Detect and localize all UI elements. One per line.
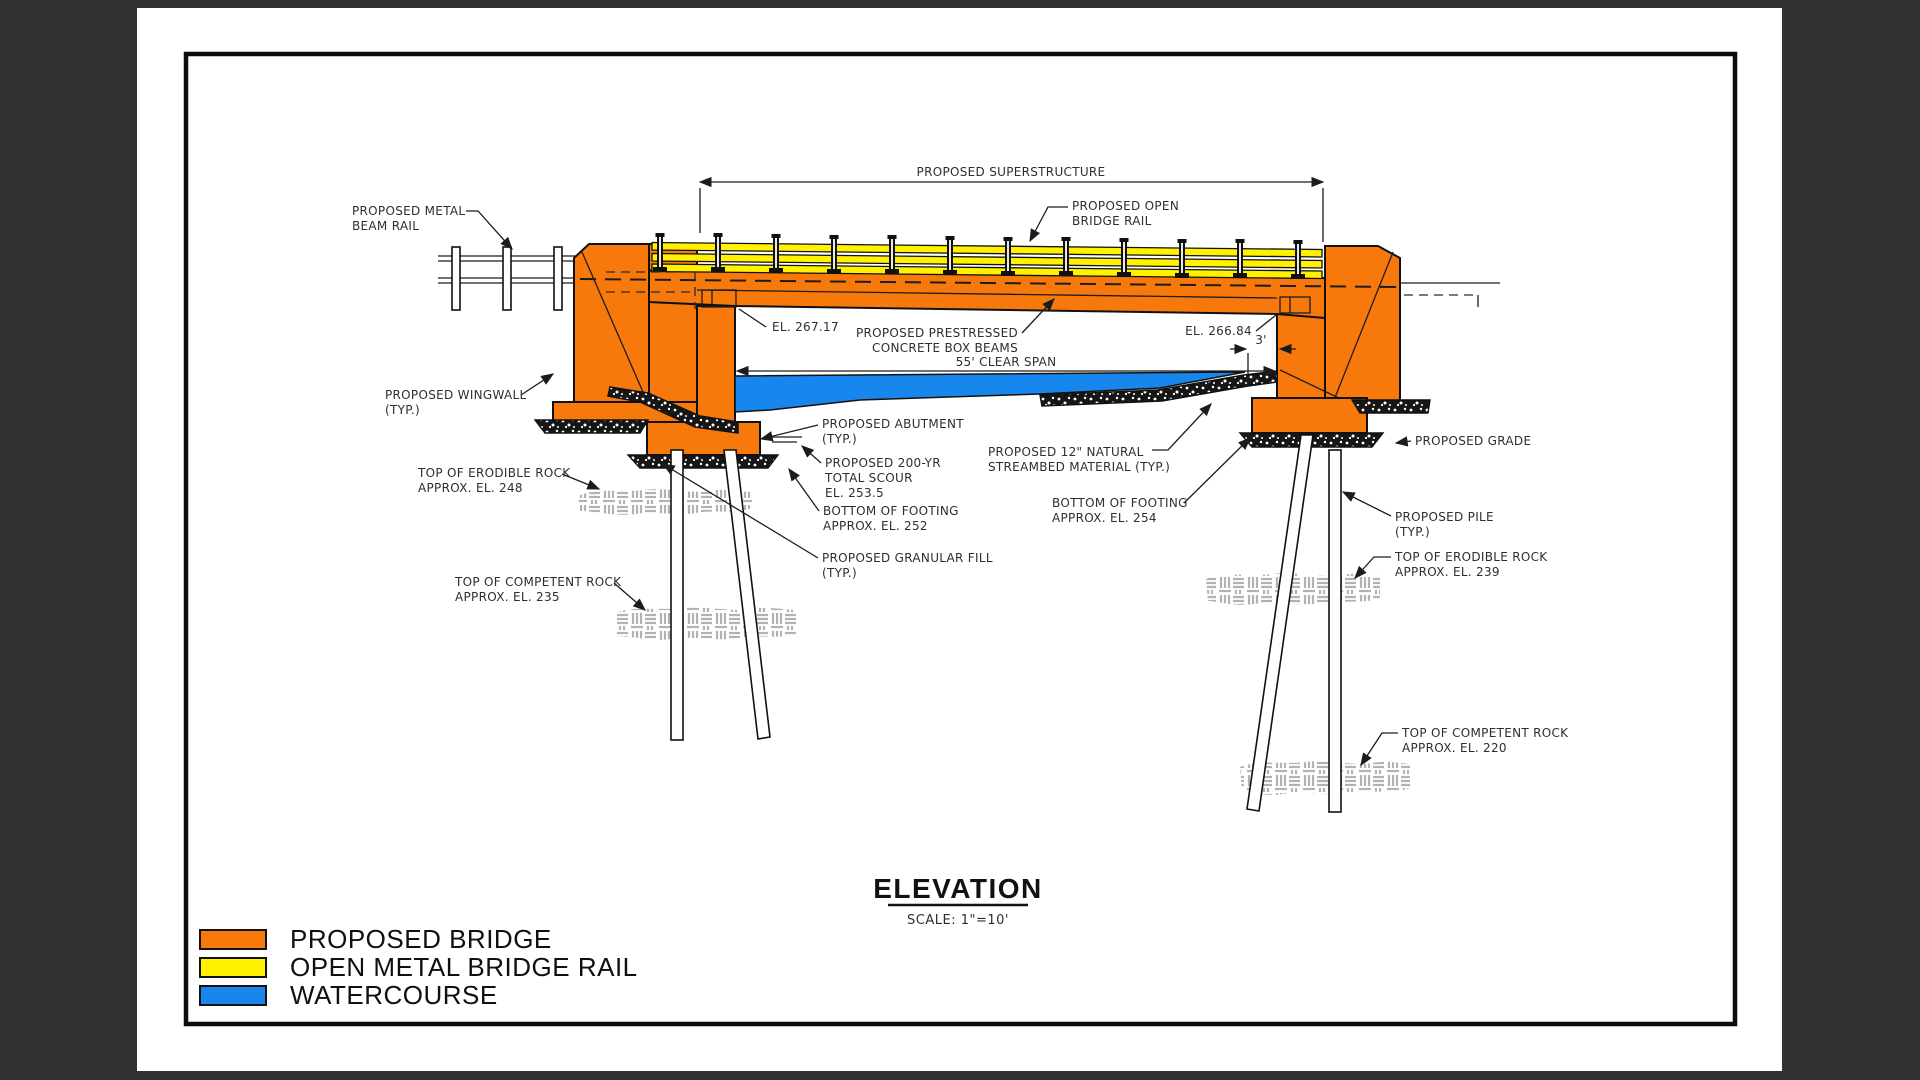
label-box-beams: PROPOSED PRESTRESSED	[856, 326, 1018, 340]
drawing-title: ELEVATION	[873, 873, 1043, 904]
legend: PROPOSED BRIDGE OPEN METAL BRIDGE RAIL W…	[199, 924, 638, 1010]
svg-text:BRIDGE RAIL: BRIDGE RAIL	[1072, 214, 1152, 228]
left-battered-pile	[723, 449, 771, 740]
svg-text:(TYP.): (TYP.)	[1395, 525, 1430, 539]
label-competent-right: TOP OF COMPETENT ROCK	[1401, 726, 1569, 740]
svg-text:CONCRETE BOX BEAMS: CONCRETE BOX BEAMS	[872, 341, 1018, 355]
legend-label-watercourse: WATERCOURSE	[290, 980, 498, 1010]
label-pile: PROPOSED PILE	[1395, 510, 1494, 524]
deck-hidden-line	[579, 278, 1398, 288]
dim-superstructure-label: PROPOSED SUPERSTRUCTURE	[917, 165, 1106, 179]
piles	[670, 434, 1342, 813]
dim-3ft-label: 3'	[1255, 333, 1267, 347]
label-erodible-left: TOP OF ERODIBLE ROCK	[417, 466, 571, 480]
label-wingwall: PROPOSED WINGWALL	[385, 388, 527, 402]
right-abutment-footing	[1251, 397, 1368, 434]
right-vertical-pile	[1328, 449, 1342, 813]
right-abutment-stem	[1276, 313, 1326, 405]
streambed-material-left	[607, 386, 739, 434]
label-abutment: PROPOSED ABUTMENT	[822, 417, 964, 431]
erodible-rock-left	[578, 489, 752, 515]
label-streambed: PROPOSED 12" NATURAL	[988, 445, 1144, 459]
svg-text:BEAM RAIL: BEAM RAIL	[352, 219, 419, 233]
svg-text:(TYP.): (TYP.)	[385, 403, 420, 417]
svg-text:STREAMBED MATERIAL (TYP.): STREAMBED MATERIAL (TYP.)	[988, 460, 1170, 474]
metal-beam-rail-graphic	[438, 246, 576, 311]
rock-strata	[578, 489, 1410, 795]
svg-text:APPROX. EL. 239: APPROX. EL. 239	[1395, 565, 1500, 579]
bridge-graphic: PROPOSED SUPERSTRUCTURE 55' CLEAR SPAN 3…	[352, 165, 1569, 813]
drawing-scale: SCALE: 1"=10'	[907, 913, 1009, 928]
streambed-material-right	[1039, 370, 1278, 407]
label-erodible-right: TOP OF ERODIBLE ROCK	[1394, 550, 1548, 564]
legend-label-proposed-bridge: PROPOSED BRIDGE	[290, 924, 552, 954]
legend-swatch-proposed-bridge	[199, 929, 267, 950]
svg-text:APPROX. EL. 252: APPROX. EL. 252	[823, 519, 928, 533]
svg-text:APPROX. EL. 235: APPROX. EL. 235	[455, 590, 560, 604]
legend-swatch-open-metal-bridge-rail	[199, 957, 267, 978]
label-el-right: EL. 266.84	[1185, 324, 1252, 338]
label-footing-left: BOTTOM OF FOOTING	[823, 504, 959, 518]
label-granular-fill: PROPOSED GRANULAR FILL	[822, 551, 993, 565]
competent-rock-left	[615, 607, 798, 640]
label-scour: PROPOSED 200-YR	[825, 456, 941, 470]
drawing-border	[183, 51, 1738, 1027]
dim-superstructure: PROPOSED SUPERSTRUCTURE	[698, 165, 1325, 242]
open-bridge-rail-graphic	[651, 233, 1323, 280]
left-wingwall	[573, 243, 650, 403]
dim-3ft: 3'	[1230, 333, 1296, 385]
legend-label-open-metal-bridge-rail: OPEN METAL BRIDGE RAIL	[290, 952, 638, 982]
legend-swatch-watercourse	[199, 985, 267, 1006]
svg-text:APPROX. EL. 254: APPROX. EL. 254	[1052, 511, 1157, 525]
left-vertical-pile	[670, 449, 684, 741]
label-el-left: EL. 267.17	[772, 320, 839, 334]
dim-clear-span: 55' CLEAR SPAN	[735, 355, 1277, 377]
label-grade: PROPOSED GRADE	[1415, 434, 1531, 448]
svg-text:(TYP.): (TYP.)	[822, 566, 857, 580]
svg-text:TOTAL SCOUR: TOTAL SCOUR	[824, 471, 913, 485]
left-abutment-stem	[696, 305, 736, 423]
svg-text:APPROX. EL. 220: APPROX. EL. 220	[1402, 741, 1507, 755]
elevation-markers	[701, 289, 1311, 443]
view-title: ELEVATION SCALE: 1"=10'	[873, 873, 1043, 928]
svg-text:(TYP.): (TYP.)	[822, 432, 857, 446]
svg-text:APPROX. EL. 248: APPROX. EL. 248	[418, 481, 523, 495]
label-footing-right: BOTTOM OF FOOTING	[1052, 496, 1188, 510]
svg-text:EL. 253.5: EL. 253.5	[825, 486, 884, 500]
backwall-hidden-line	[606, 271, 696, 309]
leader-lines	[466, 206, 1412, 767]
label-metal-beam-rail: PROPOSED METAL	[352, 204, 465, 218]
dim-clear-span-label: 55' CLEAR SPAN	[956, 355, 1057, 369]
competent-rock-right	[1240, 761, 1410, 795]
annotations: PROPOSED METAL BEAM RAIL PROPOSED OPEN B…	[352, 199, 1569, 755]
right-battered-pile	[1246, 434, 1314, 812]
label-open-bridge-rail: PROPOSED OPEN	[1072, 199, 1179, 213]
label-competent-left: TOP OF COMPETENT ROCK	[454, 575, 622, 589]
